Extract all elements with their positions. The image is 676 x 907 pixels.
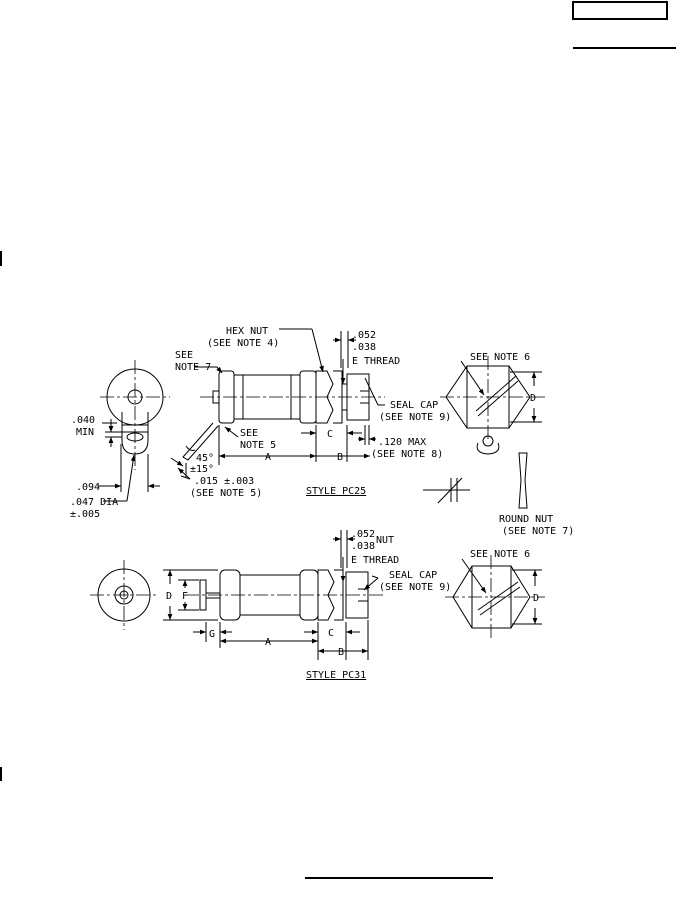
see-5-label: SEE xyxy=(240,428,258,439)
dim-g-label: G xyxy=(209,629,215,640)
dim-040-label: .040 xyxy=(71,415,95,426)
pc25-labels: HEX NUT (SEE NOTE 4) .052 .038 E THREAD … xyxy=(70,326,574,537)
seal-cap-label: SEAL CAP xyxy=(389,570,437,581)
pc25-dimensions xyxy=(98,328,385,502)
pc31-labels: .052 NUT .038 E THREAD SEAL CAP (SEE NOT… xyxy=(166,529,539,681)
dim-a-label: A xyxy=(265,637,271,648)
header-box xyxy=(572,1,668,20)
see-note-8-label: (SEE NOTE 8) xyxy=(371,449,443,460)
style-pc31-title: STYLE PC31 xyxy=(306,670,366,681)
pc25-end-view xyxy=(100,360,170,492)
dim-015-label: .015 ±.003 xyxy=(194,476,254,487)
note-7-label: NOTE 7 xyxy=(175,362,211,373)
note-5-label: NOTE 5 xyxy=(240,440,276,451)
pc31-end-view xyxy=(90,560,158,630)
see-note-4-label: (SEE NOTE 4) xyxy=(207,338,279,349)
dim-038-label: .038 xyxy=(351,541,375,552)
dim-c-label: C xyxy=(328,628,334,639)
pc31-front-view xyxy=(445,555,545,640)
thread-symbol xyxy=(423,477,470,504)
see-note-9-label: (SEE NOTE 9) xyxy=(379,582,451,593)
dim-a-label: A xyxy=(265,452,271,463)
angle-45-label: 45° xyxy=(196,453,214,464)
see-note-6-label: SEE NOTE 6 xyxy=(470,549,530,560)
see-note-5-label: (SEE NOTE 5) xyxy=(190,488,262,499)
dim-094-label: .094 xyxy=(76,482,100,493)
nut-label: NUT xyxy=(376,535,394,546)
pc25-front-view xyxy=(440,356,545,455)
pc25-side-view xyxy=(182,370,385,461)
tol-005-label: ±.005 xyxy=(70,509,100,520)
dim-052-label: .052 xyxy=(352,330,376,341)
dim-d-right-label: D xyxy=(533,593,539,604)
see-note-9-label: (SEE NOTE 9) xyxy=(379,412,451,423)
round-nut-label: ROUND NUT xyxy=(499,514,553,525)
dim-038-label: .038 xyxy=(352,342,376,353)
see-note-6-label: SEE NOTE 6 xyxy=(470,352,530,363)
see-note-7-label: (SEE NOTE 7) xyxy=(502,526,574,537)
dim-f-label: F xyxy=(182,591,188,602)
seal-cap-label: SEAL CAP xyxy=(390,400,438,411)
hex-nut-label: HEX NUT xyxy=(226,326,268,337)
e-thread-label: E THREAD xyxy=(351,555,399,566)
dia-047-label: .047 DIA xyxy=(70,497,118,508)
dim-d-left-label: D xyxy=(166,591,172,602)
dim-052-label: .052 xyxy=(351,529,375,540)
tol-15-label: ±15° xyxy=(190,464,214,475)
style-pc25-title: STYLE PC25 xyxy=(306,486,366,497)
pc31-side-view xyxy=(185,569,385,621)
dim-d-label: D xyxy=(530,393,536,404)
dim-b-label: B xyxy=(338,647,344,658)
e-thread-label: E THREAD xyxy=(352,356,400,367)
max-120-label: .120 MAX xyxy=(378,437,426,448)
round-nut-view xyxy=(518,452,528,509)
dim-b-label: B xyxy=(337,452,343,463)
pc31-dimensions xyxy=(163,530,379,660)
dim-c-label: C xyxy=(327,429,333,440)
see-label: SEE xyxy=(175,350,193,361)
min-label: MIN xyxy=(76,427,94,438)
